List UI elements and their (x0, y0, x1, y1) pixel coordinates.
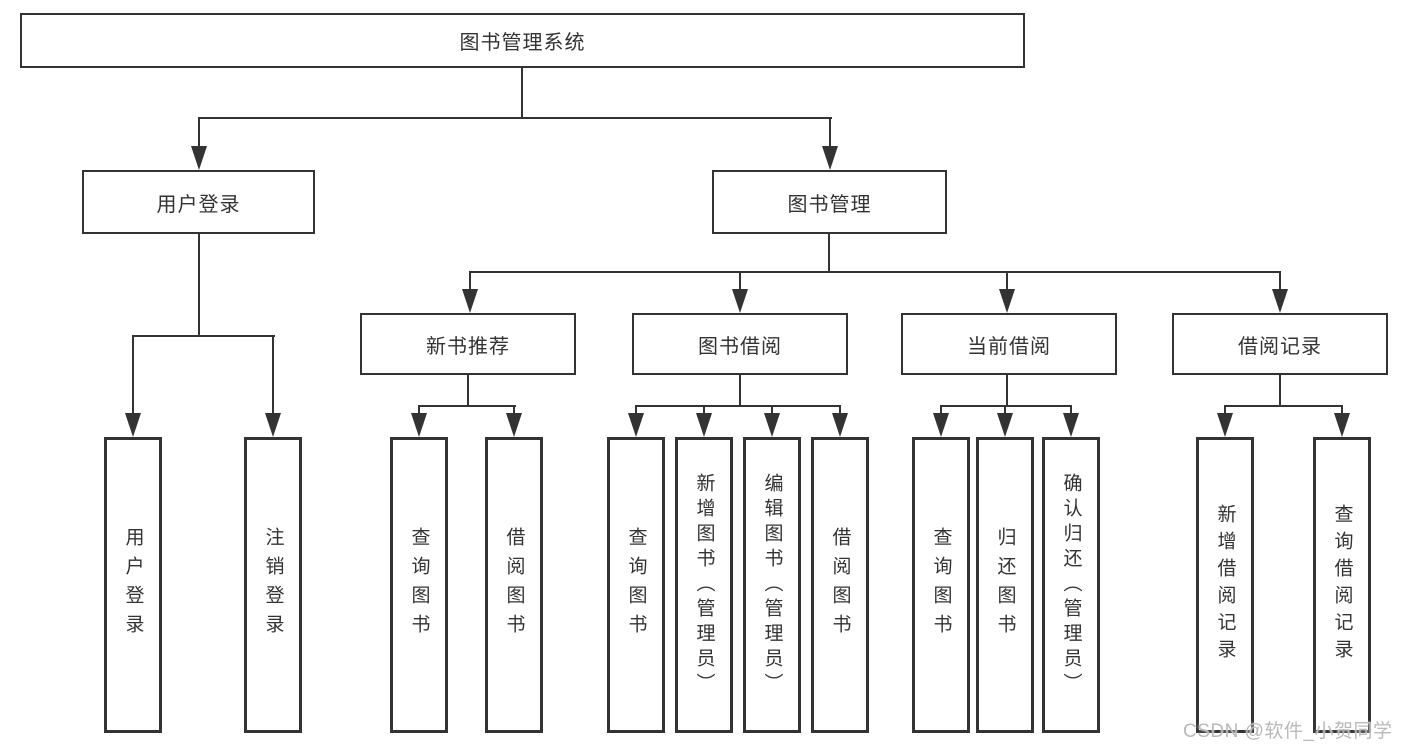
leaf-label: 查询图书 (930, 527, 952, 643)
node-root: 图书管理系统 (20, 13, 1025, 68)
arrow-down-icon (764, 413, 780, 437)
leaf-confirm-return-admin: 确认归还（管理员） (1042, 437, 1100, 733)
node-current-borrow: 当前借阅 (901, 313, 1117, 375)
node-borrow-records: 借阅记录 (1172, 313, 1388, 375)
leaf-borrow-books-borrow: 借阅图书 (811, 437, 869, 733)
connector-line (1070, 405, 1072, 417)
connector-line (739, 375, 741, 407)
arrow-down-icon (1272, 289, 1288, 313)
connector-line (198, 117, 832, 119)
watermark: CSDN @软件_小贺同学 (1183, 721, 1393, 742)
leaf-query-books-current: 查询图书 (912, 437, 970, 733)
connector-line (198, 234, 200, 337)
arrow-down-icon (732, 289, 748, 313)
connector-line (469, 271, 471, 293)
connector-line (1279, 375, 1281, 407)
arrow-down-icon (411, 413, 427, 437)
node-new-book-recommend: 新书推荐 (360, 313, 576, 375)
node-label: 图书管理 (787, 193, 872, 216)
arrow-down-icon (832, 413, 848, 437)
arrow-down-icon (1217, 413, 1233, 437)
leaf-query-books-borrow: 查询图书 (607, 437, 665, 733)
connector-line (635, 405, 841, 407)
node-user-login: 用户登录 (82, 170, 315, 234)
node-label: 借阅记录 (1238, 335, 1322, 358)
connector-line (635, 405, 637, 417)
connector-line (1224, 405, 1343, 407)
leaf-user-login: 用户登录 (104, 437, 162, 733)
leaf-label: 用户登录 (122, 527, 144, 643)
leaf-label: 借阅图书 (503, 527, 525, 643)
arrow-down-icon (822, 146, 838, 170)
leaf-label: 查询图书 (625, 527, 647, 643)
connector-line (1004, 405, 1006, 417)
connector-line (1006, 375, 1008, 407)
leaf-query-books-recommend: 查询图书 (390, 437, 448, 733)
leaf-label: 新增图书（管理员） (693, 472, 715, 698)
leaf-label: 归还图书 (994, 527, 1016, 643)
connector-line (839, 405, 841, 417)
connector-line (418, 405, 516, 407)
connector-line (469, 271, 1281, 273)
leaf-query-borrow-record: 查询借阅记录 (1313, 437, 1371, 733)
connector-line (829, 117, 831, 148)
connector-line (1341, 405, 1343, 417)
arrow-down-icon (999, 289, 1015, 313)
connector-line (272, 335, 274, 417)
leaf-borrow-books-recommend: 借阅图书 (485, 437, 543, 733)
leaf-label: 注销登录 (262, 527, 284, 643)
connector-line (132, 335, 275, 337)
arrow-down-icon (933, 413, 949, 437)
leaf-label: 新增借阅记录 (1214, 504, 1236, 666)
connector-line (1006, 271, 1008, 293)
leaf-label: 借阅图书 (829, 527, 851, 643)
arrow-down-icon (1334, 413, 1350, 437)
connector-line (467, 375, 469, 407)
connector-line (703, 405, 705, 417)
node-book-management: 图书管理 (712, 170, 947, 234)
arrow-down-icon (696, 413, 712, 437)
connector-line (940, 405, 942, 417)
arrow-down-icon (265, 413, 281, 437)
leaf-edit-book-admin: 编辑图书（管理员） (743, 437, 801, 733)
node-label: 当前借阅 (967, 335, 1051, 358)
connector-line (513, 405, 515, 417)
leaf-logout: 注销登录 (244, 437, 302, 733)
connector-line (771, 405, 773, 417)
connector-line (1279, 271, 1281, 293)
leaf-label: 查询图书 (408, 527, 430, 643)
arrow-down-icon (1063, 413, 1079, 437)
node-label: 新书推荐 (426, 335, 510, 358)
connector-line (418, 405, 420, 417)
connector-line (1224, 405, 1226, 417)
arrow-down-icon (125, 413, 141, 437)
connector-line (828, 234, 830, 273)
leaf-label: 编辑图书（管理员） (761, 472, 783, 698)
node-label: 图书借阅 (698, 335, 782, 358)
node-root-label: 图书管理系统 (459, 32, 586, 54)
leaf-label: 确认归还（管理员） (1060, 472, 1082, 698)
connector-line (198, 117, 200, 148)
leaf-add-borrow-record: 新增借阅记录 (1196, 437, 1254, 733)
arrow-down-icon (191, 146, 207, 170)
connector-line (521, 68, 523, 118)
arrow-down-icon (997, 413, 1013, 437)
node-book-borrow: 图书借阅 (632, 313, 848, 375)
connector-line (132, 335, 134, 417)
arrow-down-icon (506, 413, 522, 437)
connector-line (739, 271, 741, 293)
node-label: 用户登录 (156, 193, 241, 216)
leaf-label: 查询借阅记录 (1331, 504, 1353, 666)
leaf-add-book-admin: 新增图书（管理员） (675, 437, 733, 733)
connector-line (940, 405, 1072, 407)
arrow-down-icon (462, 289, 478, 313)
leaf-return-books: 归还图书 (976, 437, 1034, 733)
arrow-down-icon (628, 413, 644, 437)
